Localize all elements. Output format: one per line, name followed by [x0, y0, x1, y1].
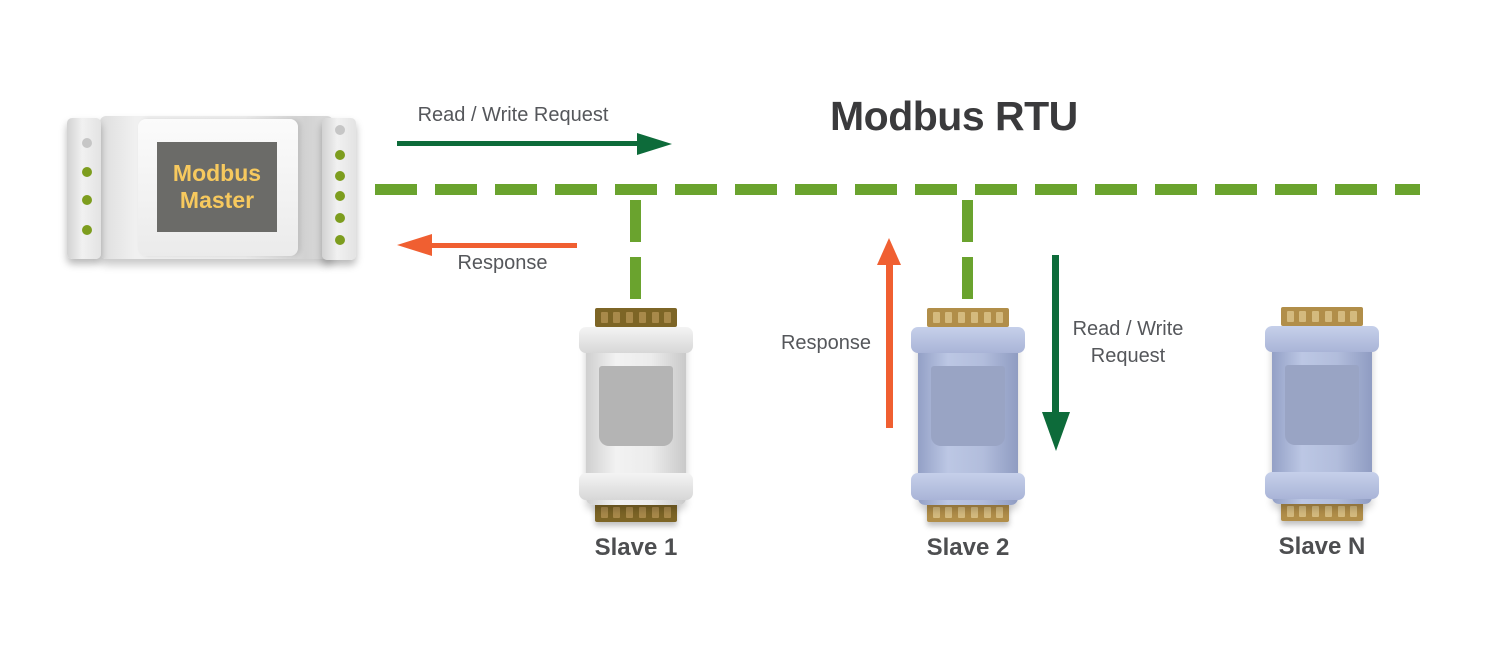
terminal-notch: [638, 312, 646, 323]
terminal-block-top: [595, 308, 677, 327]
led-dot-gray: [335, 125, 345, 135]
terminal-notch: [958, 506, 966, 518]
terminal-notch: [613, 506, 621, 518]
terminal-notch: [932, 506, 940, 518]
slave-device-2: Slave 2: [908, 308, 1028, 561]
terminal-notch: [1299, 311, 1307, 322]
slave2-response-arrow-shaft: [886, 264, 893, 428]
master-screen-line1: Modbus: [172, 160, 262, 186]
terminal-notch: [1337, 505, 1345, 517]
request-arrow-label: Read / Write Request: [417, 104, 609, 126]
led-dot-green: [335, 213, 345, 223]
led-dot-green: [335, 171, 345, 181]
slave-bottom-flange: [911, 473, 1025, 500]
terminal-notch: [651, 312, 659, 323]
terminal-notch: [1286, 311, 1294, 322]
slave-device-n: Slave N: [1262, 307, 1382, 560]
terminal-block-bottom: [595, 502, 677, 522]
slave2-request-label: Read / Write Request: [1046, 316, 1210, 370]
led-dot-green: [82, 195, 92, 205]
terminal-notch: [1286, 505, 1294, 517]
slave2-request-label-line1: Read / Write: [1072, 318, 1184, 340]
master-right-terminal-flange: [322, 118, 356, 260]
terminal-notch: [1324, 311, 1332, 322]
slave-top-flange: [579, 327, 693, 353]
response-arrow-shaft: [431, 243, 577, 248]
led-dot-green: [82, 225, 92, 235]
terminal-notch: [626, 312, 634, 323]
terminal-notch: [626, 506, 634, 518]
request-arrow-shaft: [397, 141, 638, 146]
slave2-request-label-line2: Request: [1090, 345, 1166, 367]
request-arrow-head-right: [637, 133, 672, 155]
slave-label: Slave 2: [926, 534, 1010, 561]
diagram-title: Modbus RTU: [830, 93, 1078, 139]
bus-drop-slave2: [962, 200, 973, 306]
slave-screen: [599, 366, 673, 446]
terminal-notch: [970, 506, 978, 518]
led-dot-green: [335, 191, 345, 201]
terminal-notch: [600, 312, 608, 323]
led-dot-green: [82, 167, 92, 177]
slave-screen: [1285, 365, 1359, 445]
slave-top-flange: [911, 327, 1025, 353]
led-dot-gray: [82, 138, 92, 148]
terminal-block-top: [1281, 307, 1363, 326]
terminal-notch: [638, 506, 646, 518]
terminal-notch: [600, 506, 608, 518]
slave2-request-arrow-shaft: [1052, 255, 1059, 415]
terminal-notch: [945, 506, 953, 518]
terminal-notch: [1337, 311, 1345, 322]
terminal-notch: [613, 312, 621, 323]
terminal-block-top: [927, 308, 1009, 327]
terminal-notch: [664, 506, 672, 518]
terminal-notch: [1299, 505, 1307, 517]
modbus-bus-dashed-line: [375, 184, 1420, 195]
terminal-block-bottom: [1281, 501, 1363, 521]
led-dot-green: [335, 235, 345, 245]
terminal-notch: [958, 312, 966, 323]
master-screen-line2: Master: [179, 187, 255, 213]
slave2-request-arrow-head-down: [1042, 412, 1070, 451]
terminal-notch: [1350, 505, 1358, 517]
terminal-notch: [664, 312, 672, 323]
slave2-response-arrow-head-up: [877, 238, 901, 265]
terminal-notch: [932, 312, 940, 323]
slave2-response-label: Response: [780, 332, 872, 354]
terminal-block-bottom: [927, 502, 1009, 522]
terminal-notch: [651, 506, 659, 518]
slave-screen: [931, 366, 1005, 446]
bus-drop-slave1: [630, 200, 641, 306]
led-dot-green: [335, 150, 345, 160]
terminal-notch: [1350, 311, 1358, 322]
slave-label: Slave 1: [594, 534, 678, 561]
slave-bottom-flange: [579, 473, 693, 500]
terminal-notch: [1324, 505, 1332, 517]
slave-top-flange: [1265, 326, 1379, 352]
terminal-notch: [1312, 505, 1320, 517]
terminal-notch: [970, 312, 978, 323]
slave-label: Slave N: [1278, 533, 1366, 560]
master-left-terminal-flange: [67, 118, 101, 259]
terminal-notch: [996, 312, 1004, 323]
slave-bottom-flange: [1265, 472, 1379, 499]
terminal-notch: [983, 312, 991, 323]
response-arrow-label: Response: [457, 252, 548, 274]
slave-device-1: Slave 1: [576, 308, 696, 561]
terminal-notch: [996, 506, 1004, 518]
response-arrow-head-left: [397, 234, 432, 256]
terminal-notch: [945, 312, 953, 323]
terminal-notch: [1312, 311, 1320, 322]
master-screen: Modbus Master: [157, 142, 277, 232]
terminal-notch: [983, 506, 991, 518]
